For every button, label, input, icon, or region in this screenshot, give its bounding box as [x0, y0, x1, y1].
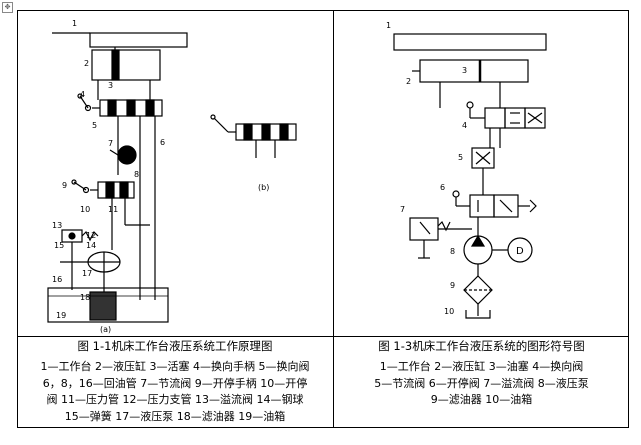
sub-label-a: (a) [100, 325, 111, 334]
right-caption: 图 1-3机床工作台液压系统的图形符号图 [378, 339, 585, 353]
symbol-worktable [393, 33, 547, 51]
right-legend-line: 1—工作台 2—液压缸 3—油塞 4—换向阀 [379, 360, 584, 373]
oil-filter [89, 291, 117, 321]
row-divider [17, 336, 629, 337]
label-11: 11 [108, 205, 118, 214]
left-legend-line: 6，8，16—回油管 7—节流阀 9—开停手柄 10—开停 [42, 376, 308, 390]
label-18: 18 [80, 293, 90, 302]
left-caption: 图 1-1机床工作台液压系统工作原理图 [77, 339, 273, 353]
label-8: 8 [134, 170, 139, 179]
left-legend-line: 15—弹簧 17—液压泵 18—滤油器 19—油箱 [64, 409, 286, 423]
rlabel-2: 2 [406, 77, 411, 86]
rlabel-6: 6 [440, 183, 445, 192]
rlabel-7: 7 [400, 205, 405, 214]
label-1: 1 [72, 19, 77, 28]
rlabel-3: 3 [462, 66, 467, 75]
label-4: 4 [80, 90, 85, 99]
right-legend-line: 9—滤油器 10—油箱 [430, 393, 533, 406]
sub-label-b: (b) [258, 183, 269, 192]
oil-tank [47, 287, 169, 323]
left-legend: 1—工作台 2—液压缸 3—活塞 4—换向手柄 5—换向阀 6，8，16—回油管… [20, 359, 330, 425]
rlabel-4: 4 [462, 121, 467, 130]
label-14: 14 [86, 241, 96, 250]
label-10: 10 [80, 205, 90, 214]
label-15: 15 [54, 241, 64, 250]
right-legend-line: 5—节流阀 6—开停阀 7—溢流阀 8—液压泵 [374, 376, 589, 390]
worktable [89, 32, 188, 48]
label-6: 6 [160, 138, 165, 147]
label-16: 16 [52, 275, 62, 284]
table-frame [17, 10, 629, 428]
motor-letter: D [516, 246, 524, 257]
symbol-tank [465, 310, 491, 319]
right-legend: 1—工作台 2—液压缸 3—油塞 4—换向阀 5—节流阀 6—开停阀 7—溢流阀… [336, 359, 627, 409]
label-5: 5 [92, 121, 97, 130]
rlabel-10: 10 [444, 307, 454, 316]
symbol-motor [507, 237, 533, 263]
left-legend-line: 1—工作台 2—液压缸 3—活塞 4—换向手柄 5—换向阀 [40, 360, 310, 373]
label-17: 17 [82, 269, 92, 278]
rlabel-1: 1 [386, 21, 391, 30]
label-19: 19 [56, 311, 66, 320]
rlabel-8: 8 [450, 247, 455, 256]
rlabel-5: 5 [458, 153, 463, 162]
rlabel-9: 9 [450, 281, 455, 290]
label-12: 12 [86, 231, 96, 240]
label-7: 7 [108, 139, 113, 148]
label-9: 9 [62, 181, 67, 190]
left-legend-line: 阀 11—压力管 12—压力支管 13—溢流阀 14—钢球 [46, 393, 304, 406]
label-3: 3 [108, 81, 113, 90]
table-move-handle-icon[interactable]: ✥ [2, 2, 13, 13]
label-2: 2 [84, 59, 89, 68]
label-13: 13 [52, 221, 62, 230]
column-divider [333, 10, 334, 428]
hydraulic-cylinder [91, 49, 161, 81]
